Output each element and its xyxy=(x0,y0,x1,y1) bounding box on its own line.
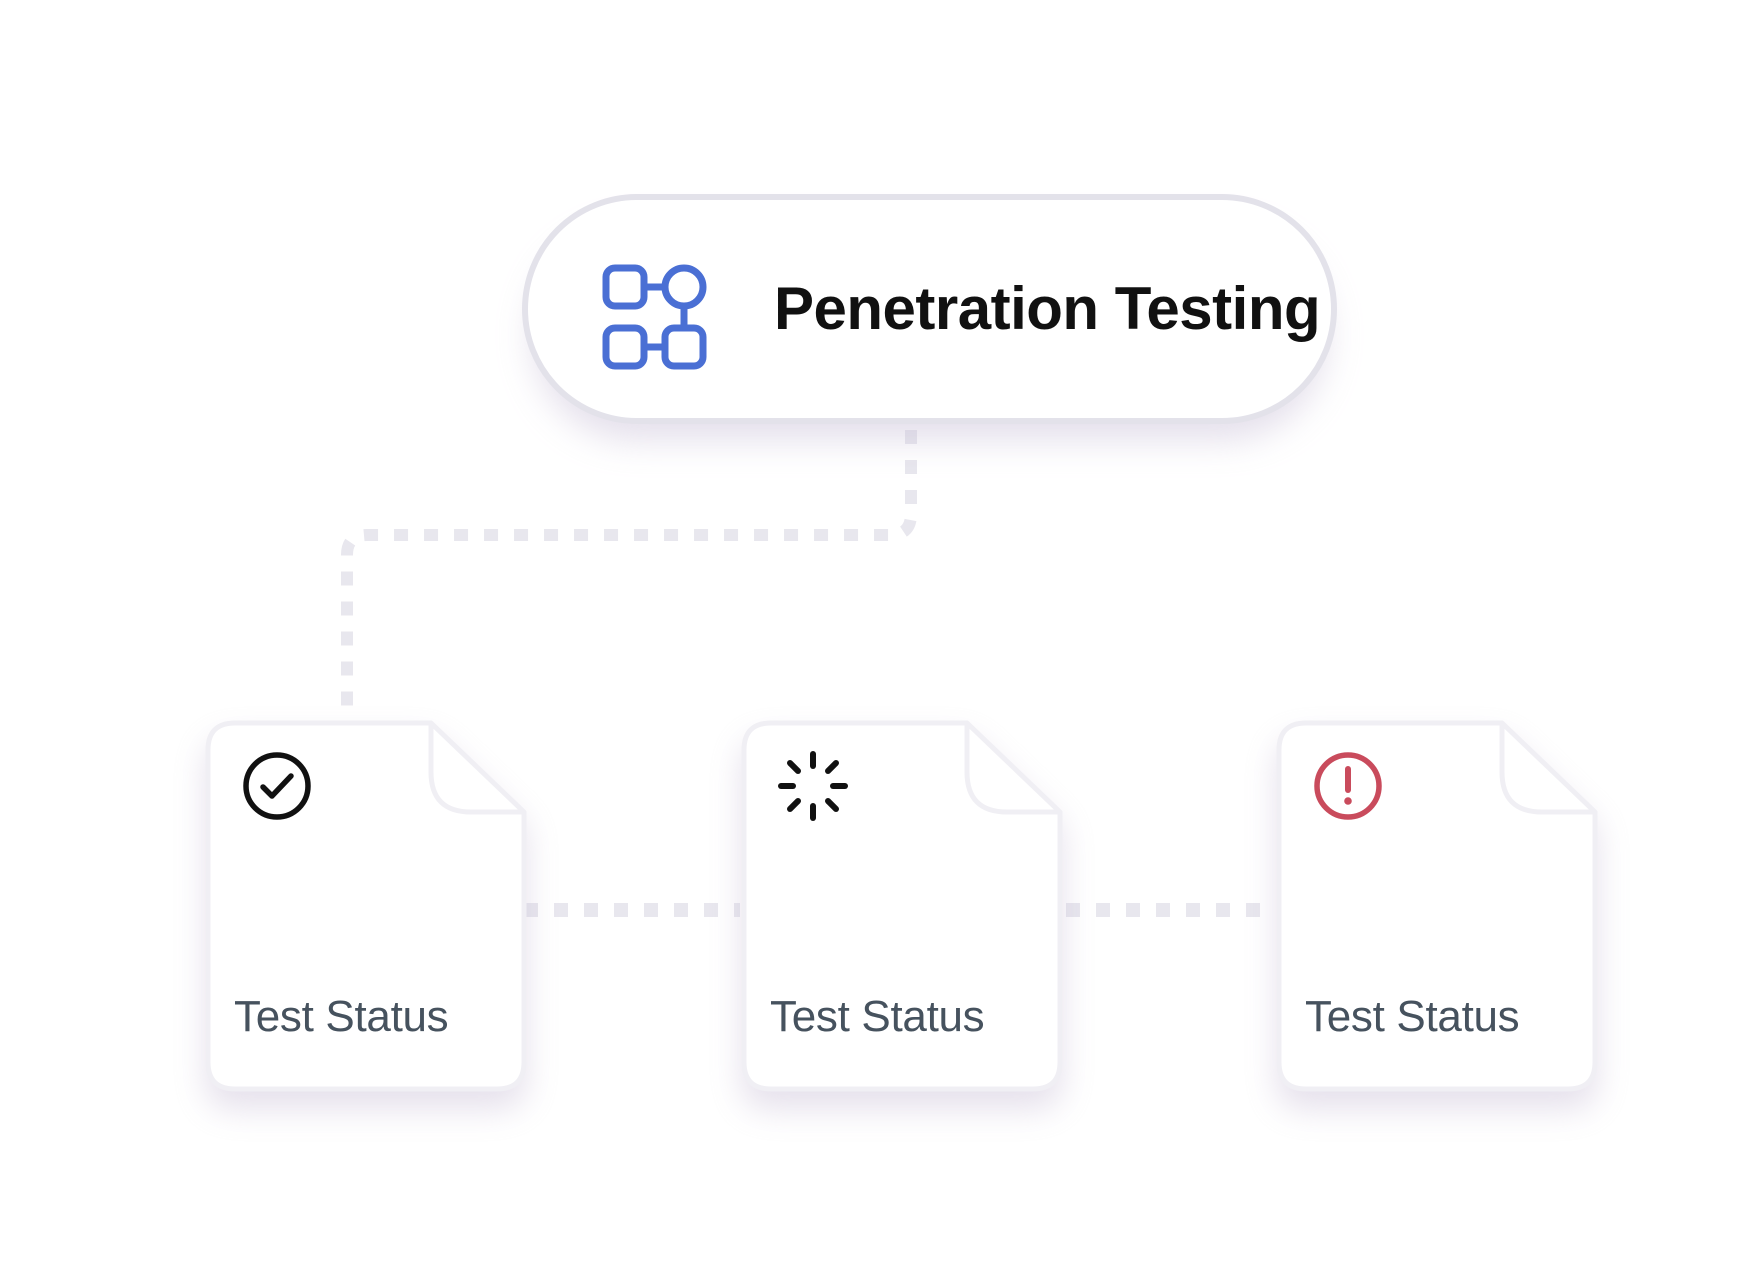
workflow-nodes-icon xyxy=(602,264,707,370)
test-status-card-error[interactable]: Test Status xyxy=(1276,720,1598,1092)
root-node-pill[interactable]: Penetration Testing xyxy=(522,194,1337,424)
check-circle-icon xyxy=(243,752,311,820)
card-label: Test Status xyxy=(770,992,985,1041)
card-label: Test Status xyxy=(234,992,449,1041)
test-status-card-passed[interactable]: Test Status xyxy=(205,720,527,1092)
test-status-card-in-progress[interactable]: Test Status xyxy=(741,720,1063,1092)
loading-spinner-icon xyxy=(778,751,848,821)
root-node-title: Penetration Testing xyxy=(774,275,1321,342)
alert-circle-icon xyxy=(1314,752,1382,820)
document-card-shape xyxy=(741,720,1063,1092)
connector-root-to-first xyxy=(341,430,917,722)
card-label: Test Status xyxy=(1305,992,1520,1041)
